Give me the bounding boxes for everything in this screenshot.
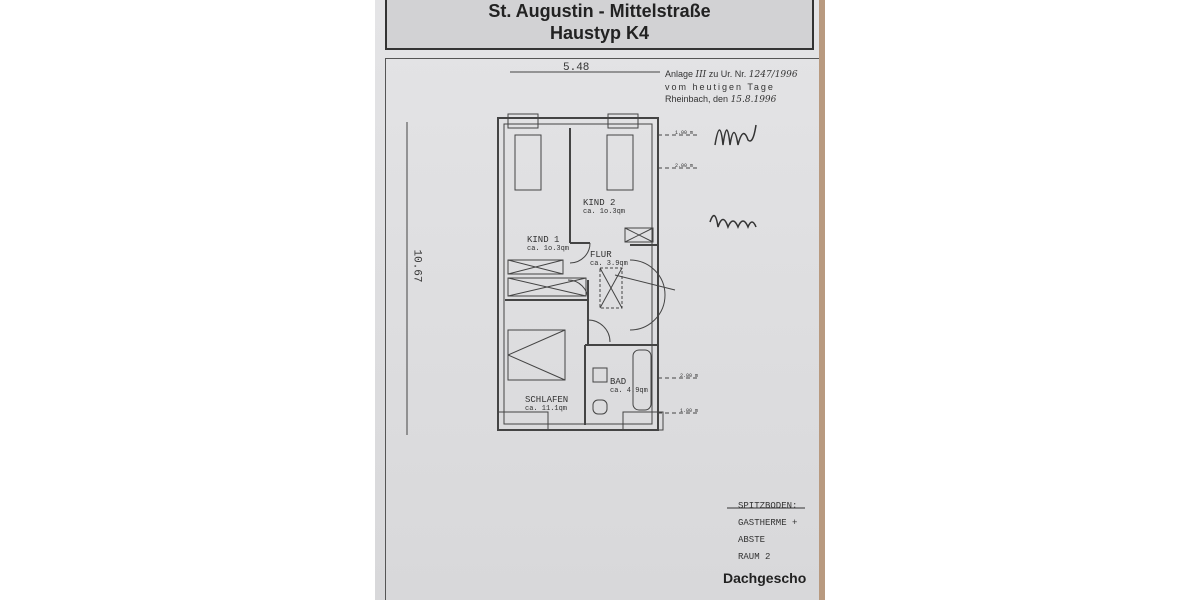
photo-edge xyxy=(819,0,825,600)
door-swing xyxy=(587,319,611,343)
bed xyxy=(606,134,634,191)
drawing-frame xyxy=(385,58,825,600)
level-mark: 1.00 m xyxy=(675,130,694,136)
title-line-1: St. Augustin - Mittelstraße xyxy=(488,1,711,21)
document-photo: St. Augustin - Mittelstraße Haustyp K4 xyxy=(375,0,825,600)
width-dimension: 5.48 xyxy=(563,62,590,74)
window xyxy=(497,411,549,431)
wardrobe xyxy=(624,227,654,243)
level-mark: 2.00 m xyxy=(680,373,699,379)
inner-wall xyxy=(503,123,653,425)
window xyxy=(622,411,664,431)
toilet xyxy=(592,399,608,415)
sink xyxy=(592,367,608,383)
title-box: St. Augustin - Mittelstraße Haustyp K4 xyxy=(385,0,814,50)
level-mark: 1.00 m xyxy=(680,408,699,414)
level-mark: 2.00 m xyxy=(675,163,694,169)
window xyxy=(607,113,639,129)
floor-label: Dachgescho xyxy=(723,570,807,586)
door-swing xyxy=(567,279,589,301)
stair-opening xyxy=(599,267,623,309)
signature xyxy=(709,214,757,230)
bathtub xyxy=(632,349,652,411)
floor-plan xyxy=(406,71,805,509)
window xyxy=(507,113,539,129)
wardrobe xyxy=(507,259,564,275)
bed xyxy=(514,134,542,191)
title-line-2: Haustyp K4 xyxy=(549,23,650,43)
signature xyxy=(714,124,757,146)
bed xyxy=(507,329,566,381)
door-swing xyxy=(629,259,666,331)
door-swing xyxy=(569,242,591,264)
height-dimension: 10.67 xyxy=(410,249,423,283)
notary-stamp: Anlage III zu Ur. Nr. 1247/1996 vom heut… xyxy=(665,69,798,105)
wardrobe xyxy=(507,277,587,297)
